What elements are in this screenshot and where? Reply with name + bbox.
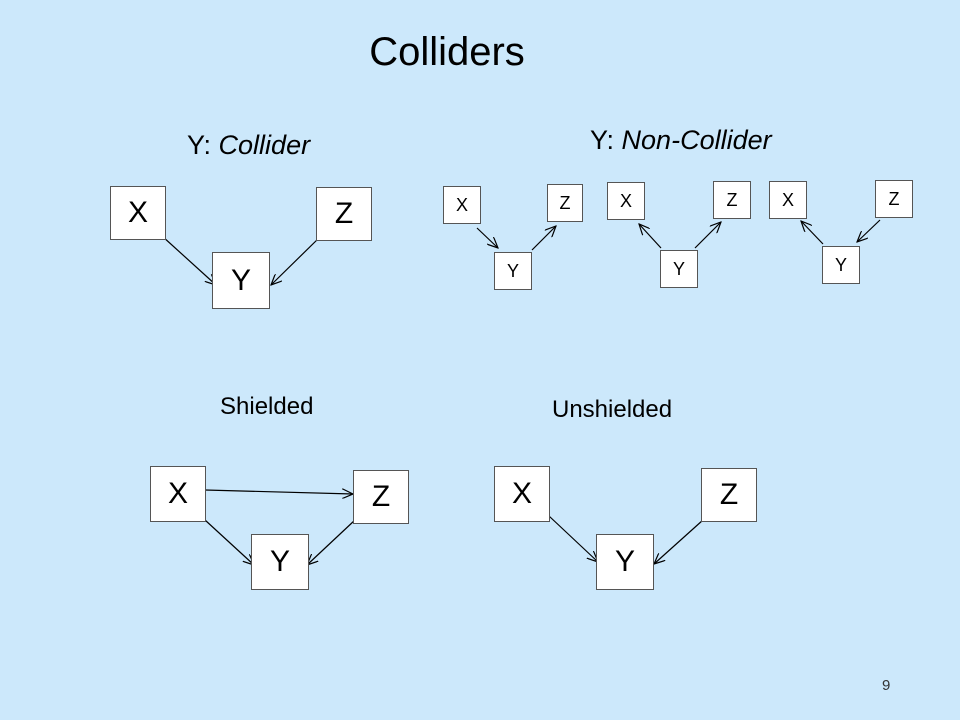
fork-node-x: X <box>607 182 645 220</box>
page-number: 9 <box>882 677 891 694</box>
unshielded-node-x: X <box>494 466 550 522</box>
chain-node-y: Y <box>494 252 532 290</box>
collider-heading-prefix: Y: <box>187 130 212 160</box>
reverse-node-y: Y <box>822 246 860 284</box>
reverse-node-x: X <box>769 181 807 219</box>
slide-title: Colliders <box>369 30 525 74</box>
edge-collider-x-y <box>161 235 216 285</box>
collider-node-x: X <box>110 186 166 240</box>
edge-chain-y-z <box>531 226 556 251</box>
edge-collider-z-y <box>271 235 322 285</box>
edge-unshielded-x-y <box>548 515 598 562</box>
unshielded-label: Unshielded <box>552 396 673 423</box>
edge-shielded-z-y <box>307 519 356 565</box>
edge-chain-x-y <box>476 227 498 248</box>
edge-fork-y-x <box>639 224 662 249</box>
edge-reverse-y-x <box>801 221 824 245</box>
edge-fork-y-z <box>694 222 721 249</box>
non-collider-heading-prefix: Y: <box>590 125 615 155</box>
collider-heading-word: Collider <box>218 130 311 160</box>
collider-node-z: Z <box>316 187 372 241</box>
chain-node-z: Z <box>547 184 583 222</box>
fork-node-y: Y <box>660 250 698 288</box>
chain-node-x: X <box>443 186 481 224</box>
non-collider-heading: Y: Non-Collider <box>590 127 772 154</box>
shielded-node-z: Z <box>353 470 409 524</box>
fork-node-z: Z <box>713 181 751 219</box>
collider-heading: Y: Collider <box>187 132 310 159</box>
collider-node-y: Y <box>212 252 270 309</box>
reverse-node-z: Z <box>875 180 913 218</box>
unshielded-node-y: Y <box>596 534 654 590</box>
edge-reverse-z-y <box>857 219 881 242</box>
shielded-node-y: Y <box>251 534 309 590</box>
edge-shielded-x-y <box>204 519 254 565</box>
edge-unshielded-z-y <box>654 519 704 564</box>
shielded-label: Shielded <box>220 393 314 420</box>
non-collider-heading-word: Non-Collider <box>621 125 772 155</box>
unshielded-node-z: Z <box>701 468 757 522</box>
edge-shielded-x-z <box>204 490 353 494</box>
shielded-node-x: X <box>150 466 206 522</box>
